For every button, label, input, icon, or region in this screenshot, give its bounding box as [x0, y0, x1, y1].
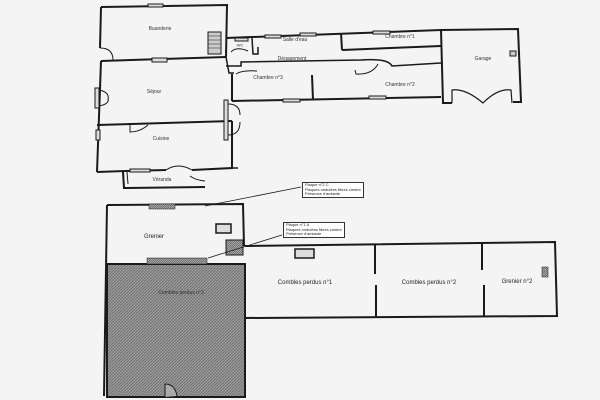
room-label-sejour: Séjour [146, 89, 162, 95]
annotation-line1: Plaques ondulées fibres ciment [286, 226, 342, 232]
window [147, 3, 164, 8]
room-label-cuisine: Cuisine [152, 136, 170, 142]
room-label-garage: Garage [474, 56, 492, 62]
room-label-wc: WC [236, 42, 244, 48]
room-label-veranda: Véranda [152, 177, 172, 183]
annotation-title: Plaque n°2 C [305, 182, 329, 187]
skylight [215, 223, 232, 234]
room-label-combles-perdus-1: Combles perdus n°1 [277, 280, 333, 286]
ground-floor [94, 3, 523, 190]
annotation-title: Plaque n°1 A [286, 222, 310, 227]
attic-floor [103, 186, 559, 398]
staircase [207, 31, 222, 55]
room-label-combles-perdus-3: Combles perdus n°3 [158, 290, 204, 296]
annotation-line2: Présence d'amiante [305, 191, 341, 197]
annotation-line2: Présence d'amiante [286, 231, 322, 237]
annotation-line1: Plaques ondulées fibres ciment [305, 186, 361, 192]
room-label-chambre-3: Chambre n°3 [253, 75, 283, 81]
room-label-buanderie: Buanderie [148, 26, 172, 32]
room-label-chambre-2: Chambre n°2 [385, 82, 415, 88]
room-label-chambre-1: Chambre n°1 [385, 34, 415, 40]
combles-perdus-3-area [106, 263, 246, 398]
annotation-plaque-1a: Plaque n°1 A Plaques ondulées fibres cim… [283, 222, 345, 238]
annotation-plaque-2c: Plaque n°2 C Plaques ondulées fibres cim… [302, 182, 364, 198]
room-label-degagement: Dégagement [277, 56, 307, 62]
room-label-combles-perdus-2: Combles perdus n°2 [401, 280, 457, 286]
room-label-salle-deau: Salle d'eau [282, 37, 308, 43]
room-label-grenier-2: Grenier n°2 [501, 279, 533, 285]
wall-buanderie [100, 3, 229, 58]
room-label-grenier: Grenier [143, 234, 165, 240]
